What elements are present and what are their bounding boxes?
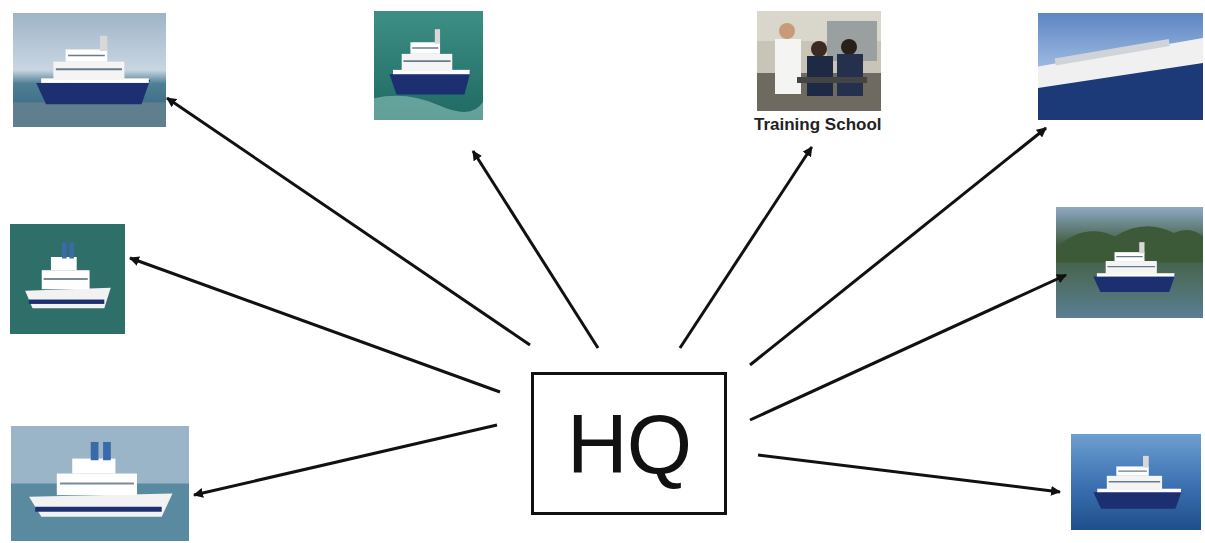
- arrow-connector: [680, 147, 812, 348]
- hq-label: HQ: [567, 402, 691, 486]
- hq-box: HQ: [531, 372, 727, 515]
- photo-card: Training School: [750, 11, 886, 135]
- photo-caption: Training School: [754, 115, 882, 135]
